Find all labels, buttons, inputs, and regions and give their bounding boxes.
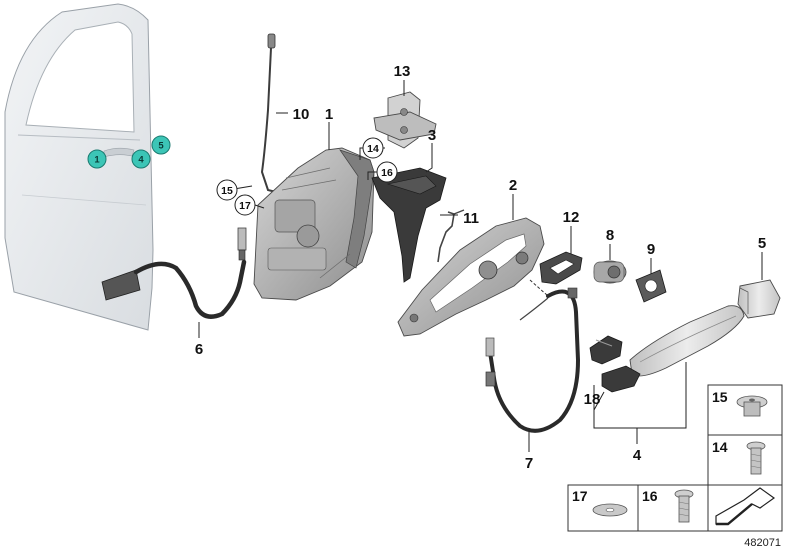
rod-11 (437, 209, 465, 263)
callout-10: 10 (293, 106, 310, 123)
circled-callout-17: 17 (234, 194, 256, 216)
callout-5: 5 (758, 235, 766, 252)
svg-text:1: 1 (94, 155, 100, 166)
washer-17-icon (592, 503, 628, 517)
door-shell-illustration (4, 3, 154, 331)
handle-cap-5 (737, 279, 781, 319)
door-marker-4: 4 (131, 149, 151, 169)
bolt-14-icon (746, 441, 766, 475)
seal-9 (635, 269, 667, 303)
callout-11: 11 (463, 210, 479, 227)
callout-1: 1 (325, 106, 333, 123)
box-label-17: 17 (572, 488, 588, 504)
box-label-14: 14 (712, 439, 728, 455)
svg-text:5: 5 (158, 141, 164, 152)
direction-arrow-icon (715, 487, 776, 526)
box-label-15: 15 (712, 389, 728, 405)
callout-8: 8 (606, 227, 614, 244)
svg-text:16: 16 (381, 167, 393, 179)
callout-6: 6 (195, 341, 203, 358)
callout-9: 9 (647, 241, 655, 258)
callout-4: 4 (633, 447, 642, 464)
door-lock-1 (253, 147, 375, 301)
svg-text:14: 14 (367, 143, 379, 155)
svg-text:4: 4 (138, 155, 144, 166)
bowden-cable-6 (101, 227, 247, 319)
leader-lines (198, 80, 763, 452)
circled-callout-15: 15 (216, 179, 238, 201)
diagram-code: 482071 (744, 537, 781, 549)
callout-2: 2 (509, 177, 517, 194)
callout-3: 3 (428, 127, 436, 144)
gasket-12 (539, 251, 583, 285)
door-marker-1: 1 (87, 149, 107, 169)
callout-7: 7 (525, 455, 533, 472)
bracket-13 (373, 91, 437, 149)
hardware-table: 15 14 17 16 (567, 384, 783, 532)
lock-cover-3 (371, 167, 447, 283)
door-marker-5: 5 (151, 135, 171, 155)
callout-12: 12 (563, 209, 580, 226)
handle-carrier-2 (397, 217, 549, 337)
circled-callout-16: 16 (376, 161, 398, 183)
outer-handle-4 (629, 305, 745, 377)
callout-18: 18 (584, 391, 601, 408)
svg-text:17: 17 (239, 200, 251, 212)
circled-callout-14: 14 (362, 137, 384, 159)
screw-16-icon (674, 489, 694, 523)
handle-insert-18 (589, 335, 641, 393)
bowden-cable-7 (485, 287, 581, 433)
bolt-15-icon (736, 395, 768, 417)
callout-13: 13 (394, 63, 411, 80)
svg-text:15: 15 (221, 185, 233, 197)
box-label-16: 16 (642, 488, 658, 504)
lock-cylinder-8 (593, 260, 627, 284)
lock-rod-10 (260, 33, 277, 193)
